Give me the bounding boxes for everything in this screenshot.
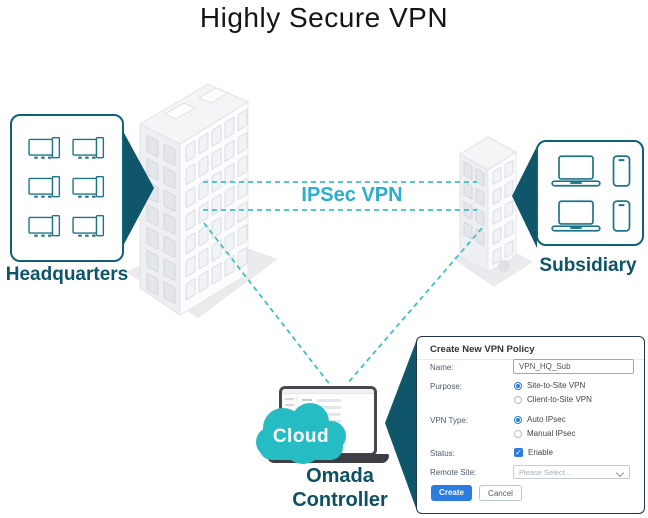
panel-callout-arrow	[385, 339, 417, 511]
phone-icon	[612, 199, 631, 232]
status-enable-option[interactable]: ✓ Enable	[514, 448, 553, 457]
checkbox-checked-icon[interactable]: ✓	[514, 448, 523, 457]
create-vpn-policy-panel: Create New VPN Policy Name: VPN_HQ_Sub P…	[416, 336, 645, 514]
cloud-icon	[256, 403, 346, 464]
purpose-option-client-to-site[interactable]: Client-to-Site VPN	[514, 395, 592, 404]
monitor-icon	[71, 176, 104, 198]
vpn-type-label: VPN Type:	[430, 416, 469, 425]
create-button[interactable]: Create	[431, 485, 472, 501]
page-title: Highly Secure VPN	[199, 2, 449, 33]
headquarters-label: Headquarters	[5, 264, 129, 285]
monitor-icon	[27, 215, 60, 237]
monitor-icon	[27, 176, 60, 198]
omada-controller-label: Omada Controller	[292, 465, 388, 511]
subsidiary-callout-arrow	[512, 146, 537, 248]
radio-selected-icon[interactable]	[514, 415, 522, 424]
monitor-icon	[27, 137, 60, 159]
vpn-type-option-auto-ipsec[interactable]: Auto IPsec	[514, 415, 566, 424]
radio-unselected-icon[interactable]	[514, 395, 522, 404]
subsidiary-label: Subsidiary	[539, 255, 637, 276]
laptop-icon	[551, 154, 601, 187]
headquarters-building	[138, 83, 250, 316]
remote-site-placeholder: Please Select...	[519, 468, 572, 477]
vpn-links	[203, 181, 483, 387]
radio-unselected-icon[interactable]	[514, 429, 522, 438]
subsidiary-devices-box	[536, 140, 644, 246]
purpose-label: Purpose:	[430, 382, 463, 391]
name-input[interactable]: VPN_HQ_Sub	[513, 359, 634, 374]
status-label: Status:	[430, 449, 455, 458]
monitor-icon	[71, 137, 104, 159]
hq-to-controller-link	[203, 222, 332, 387]
remote-site-select[interactable]: Please Select...	[513, 465, 630, 479]
radio-selected-icon[interactable]	[514, 381, 522, 390]
cancel-button[interactable]: Cancel	[479, 485, 522, 501]
phone-icon	[612, 154, 631, 187]
mini-ui-topbar	[282, 389, 374, 394]
remote-site-label: Remote Site:	[430, 468, 477, 477]
laptop-icon	[551, 199, 601, 232]
subsidiary-to-controller-link	[346, 227, 483, 385]
chevron-down-icon	[615, 468, 625, 478]
headquarters-devices-box	[10, 114, 124, 262]
bush	[511, 253, 523, 265]
ipsec-vpn-label: IPSec VPN	[301, 184, 403, 206]
purpose-option-site-to-site[interactable]: Site-to-Site VPN	[514, 381, 585, 390]
subsidiary-building	[459, 136, 523, 273]
monitor-icon	[71, 215, 104, 237]
name-label: Name:	[430, 363, 454, 372]
bush	[498, 260, 510, 272]
hq-callout-arrow	[123, 131, 154, 246]
vpn-type-option-manual-ipsec[interactable]: Manual IPsec	[514, 429, 575, 438]
panel-title: Create New VPN Policy	[430, 344, 535, 355]
cloud-label: Cloud	[272, 426, 330, 447]
